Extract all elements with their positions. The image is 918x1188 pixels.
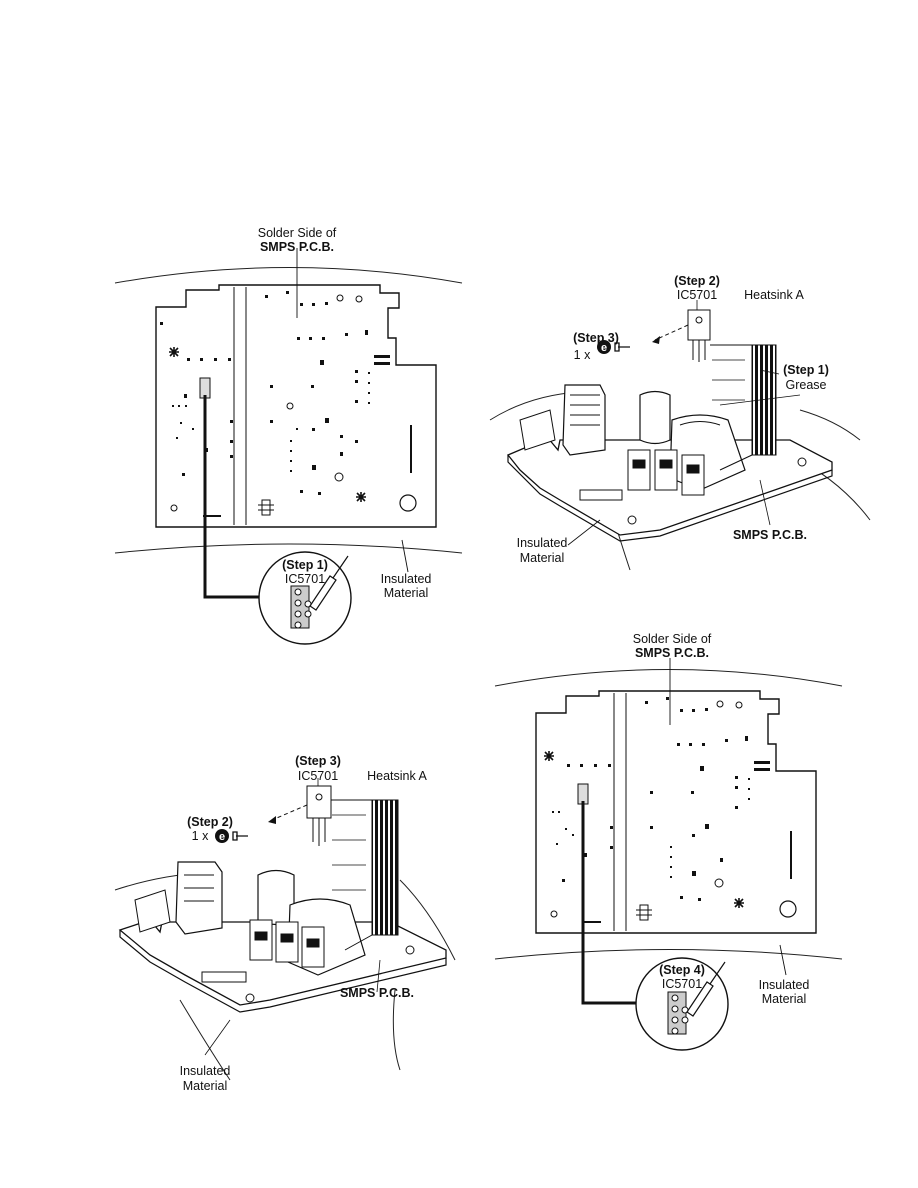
smps-pcb-label: SMPS P.C.B. [260,240,334,254]
solder-side-label: Solder Side of [633,632,712,646]
grease-label: Grease [786,378,827,392]
screw-icon [232,831,248,841]
heatsink-label: Heatsink A [744,288,804,302]
insulated-material-outline [114,267,463,554]
panel-bottom-left: e (Step 3) IC5701 Heatsink A (Step 2) 1 … [114,754,456,1093]
board-hole [735,701,743,709]
heatsink-label: Heatsink A [367,769,427,783]
ic5701-removed [687,309,711,362]
connector-strip [579,489,623,501]
heatsink-a [751,344,777,456]
capacitor [639,390,671,445]
board-hole [355,295,363,303]
pcb-board [535,690,817,934]
panel-top-left: Solder Side of SMPS P.C.B. (Step 1) IC57… [114,226,463,645]
board-hole [779,900,797,918]
board-hole [550,910,558,918]
insulated-material-label: Insulated [381,572,432,586]
insulated-material-label-2: Material [384,586,428,600]
step3-label: (Step 3) [573,331,619,345]
step2-label: (Step 2) [674,274,720,288]
soldering-iron-icon [309,555,349,611]
svg-text:e: e [601,342,607,354]
insulated-material-label: Insulated [180,1064,231,1078]
insulated-material-outline [494,669,843,960]
solder-side-label: Solder Side of [258,226,337,240]
board-hole [286,402,294,410]
board-hole [170,504,178,512]
transistor-group [249,919,325,968]
screw-count-label: 1 x [574,348,591,362]
screw-mark-icon [734,898,744,908]
heatsink-a [371,799,399,936]
pcb-board [155,284,437,528]
removal-arrow [654,324,689,341]
transformer [175,861,223,935]
transformer [562,384,606,456]
insulated-material-outline [489,391,871,571]
board-hole [334,472,344,482]
insulated-material-label: Insulated [759,978,810,992]
smps-pcb-label: SMPS P.C.B. [340,986,414,1000]
board-hole [399,494,417,512]
screw-mark-icon [544,751,554,761]
smps-pcb-label: SMPS P.C.B. [733,528,807,542]
panel-top-right: e (Step 2) IC5701 Heatsink A (Step 3) 1 … [489,274,871,571]
step-label: (Step 4) [659,963,705,977]
svg-text:e: e [219,831,225,843]
board-hole [716,700,724,708]
step-label: (Step 1) [282,558,328,572]
step2-label: (Step 2) [187,815,233,829]
insulated-material-label: Insulated [517,536,568,550]
screw-e-badge: e [597,340,611,354]
step1-label: (Step 1) [783,363,829,377]
screw-mark-icon [356,492,366,502]
insulated-material-outline [114,871,456,1081]
ic5701-removed [306,785,332,846]
connector [519,409,556,451]
panel-bottom-right: Solder Side of SMPS P.C.B. (Step 4) IC57… [494,632,843,1051]
insulated-material-label-2: Material [520,551,564,565]
connector-strip [201,971,247,983]
ic-label: IC5701 [285,572,325,586]
screw-e-badge: e [215,829,229,843]
transistor-group [627,449,705,496]
screw-count-label: 1 x [192,829,209,843]
board-hole [336,294,344,302]
board-hole [714,878,724,888]
callout-line [203,395,270,599]
ic-label: IC5701 [662,977,702,991]
capacitor [257,869,295,926]
step3-label: (Step 3) [295,754,341,768]
callout-line [581,801,640,1005]
insulated-material-label-2: Material [183,1079,227,1093]
ic-label: IC5701 [677,288,717,302]
removal-arrow [271,804,308,821]
screw-mark-icon [169,347,179,357]
insulated-material-label-2: Material [762,992,806,1006]
soldering-iron-icon [686,961,726,1017]
connector [134,889,171,933]
screw-icon [614,342,630,352]
ic-label: IC5701 [298,769,338,783]
smps-pcb-label: SMPS P.C.B. [635,646,709,660]
